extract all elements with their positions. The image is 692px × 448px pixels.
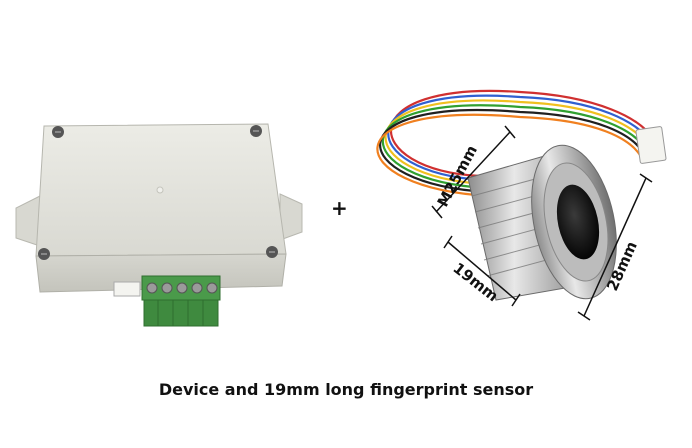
caption: Device and 19mm long fingerprint sensor (158, 380, 534, 399)
controller-enclosure (15, 123, 303, 327)
terminal-block (141, 275, 221, 327)
fingerprint-sensor (376, 89, 667, 301)
dimension-lines (431, 125, 653, 321)
plus-sign: + (331, 196, 348, 220)
